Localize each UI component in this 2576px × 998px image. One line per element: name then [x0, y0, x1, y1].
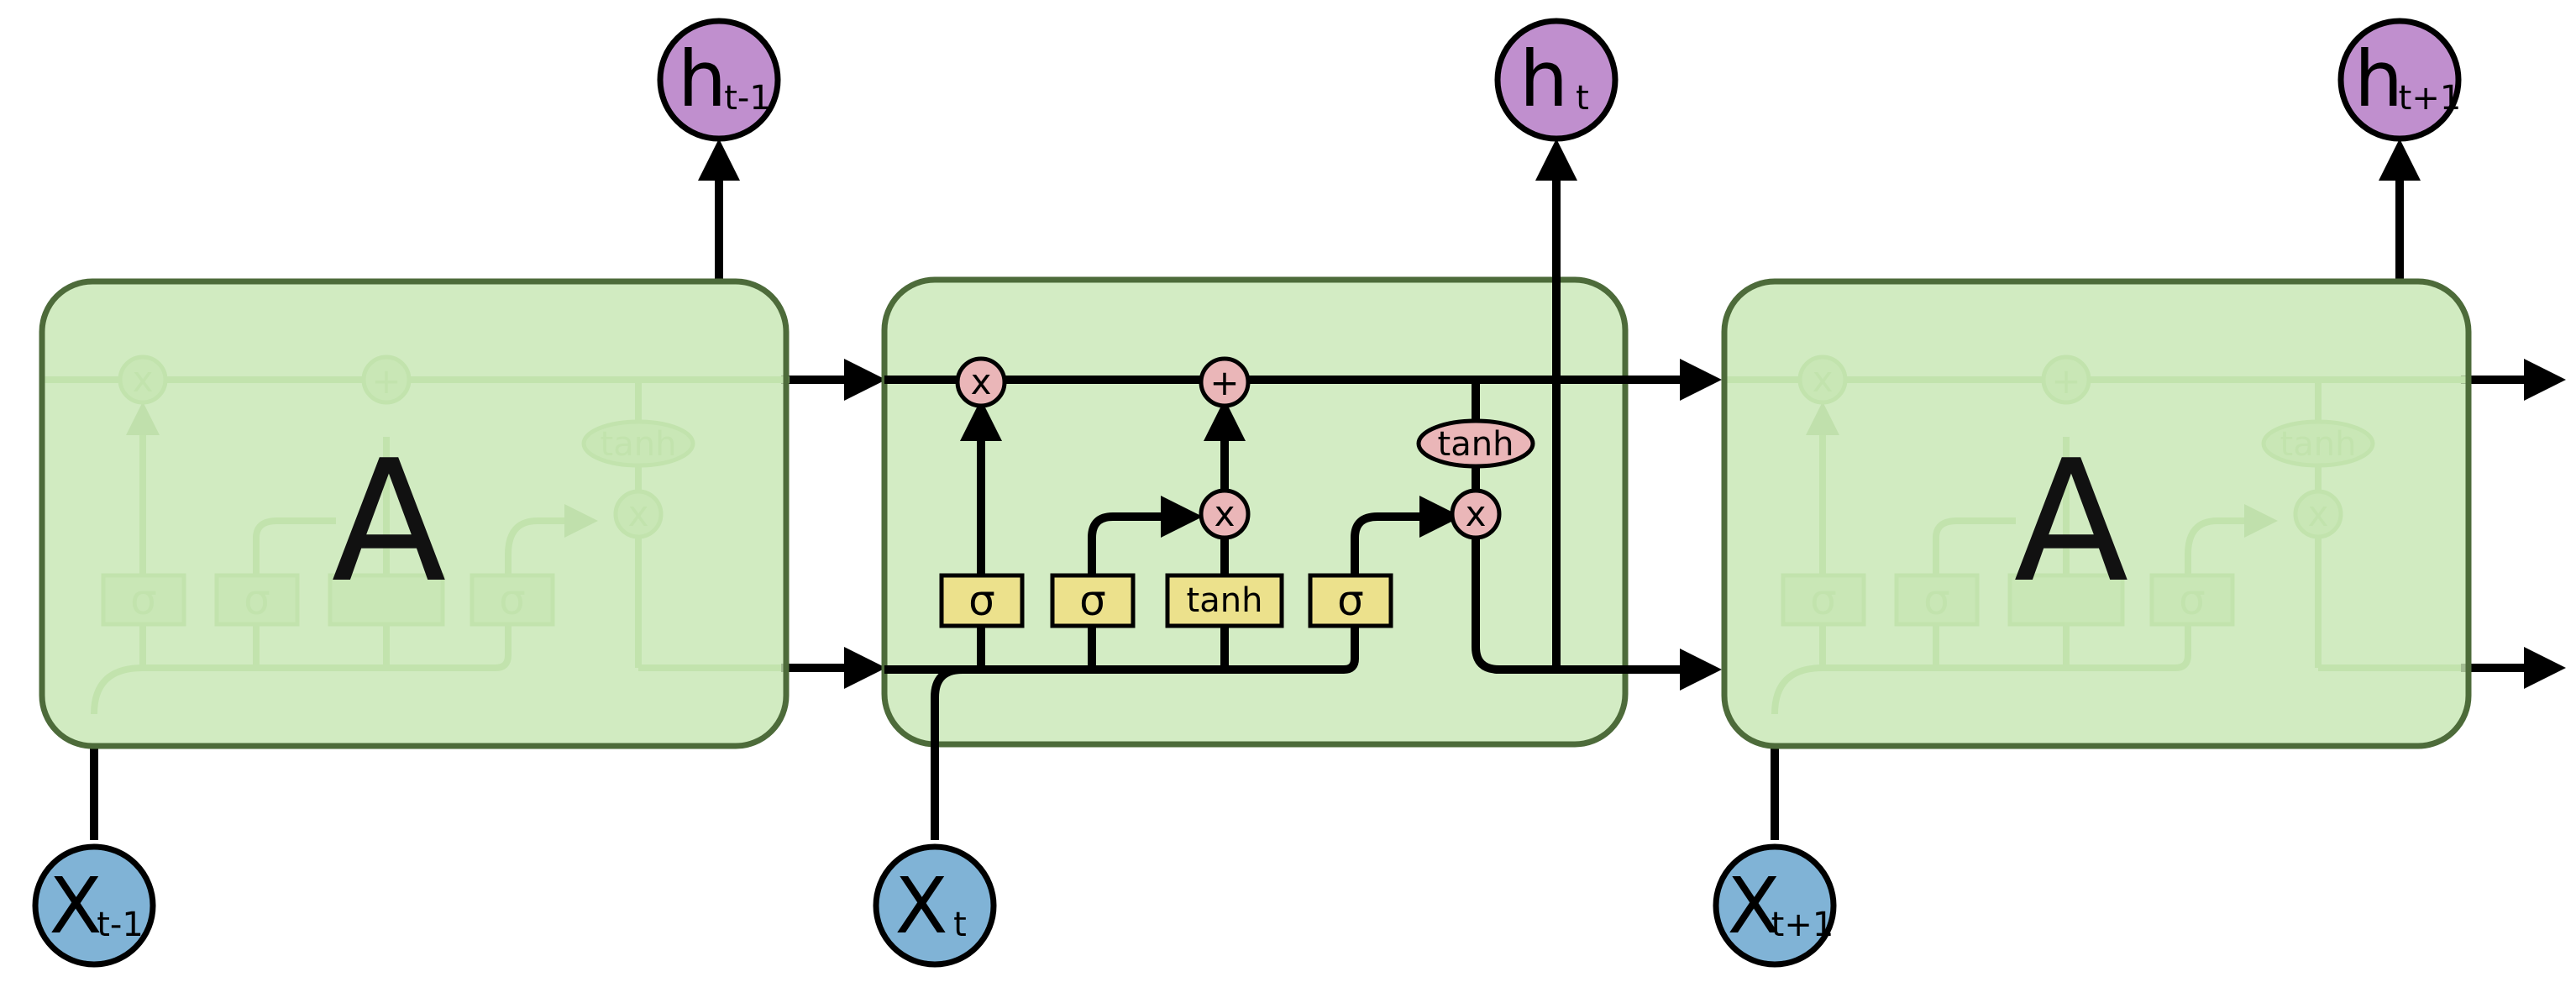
svg-text:h: h: [1519, 34, 1568, 124]
gate-input: σ: [1050, 573, 1136, 628]
svg-text:tanh: tanh: [1187, 581, 1263, 620]
svg-text:σ: σ: [968, 576, 995, 625]
svg-text:h: h: [678, 34, 727, 124]
output-node-next: h t+1: [2337, 18, 2462, 142]
cell-box-next: [1721, 278, 2472, 749]
op-add: +: [1199, 356, 1251, 408]
gate-output: σ: [1308, 573, 1393, 628]
svg-text:t: t: [953, 906, 967, 944]
svg-text:h: h: [2354, 34, 2403, 124]
svg-text:t+1: t+1: [2399, 79, 2462, 118]
gate-candidate: tanh: [1165, 573, 1284, 628]
output-node-prev: h t-1: [657, 18, 781, 142]
input-node-prev: X t-1: [32, 843, 156, 968]
cell-label-prev: A: [332, 424, 447, 620]
op-input-multiply: x: [1199, 488, 1251, 540]
svg-text:t: t: [1576, 79, 1589, 118]
svg-text:X: X: [895, 861, 947, 951]
cell-box-current: [881, 276, 1629, 748]
svg-text:t-1: t-1: [724, 79, 771, 118]
op-forget-multiply: x: [955, 356, 1007, 408]
op-tanh: tanh: [1416, 418, 1535, 469]
cell-box-prev: [39, 278, 790, 749]
cell-next: x + x tanh σ σ σ A h t+1 X t+1: [1713, 18, 2566, 968]
svg-text:σ: σ: [1337, 576, 1364, 625]
svg-text:σ: σ: [1079, 576, 1106, 625]
svg-text:X: X: [1727, 861, 1780, 951]
cell-label-next: A: [2014, 424, 2129, 620]
output-node-current: h t: [1494, 18, 1619, 142]
svg-text:t+1: t+1: [1771, 906, 1834, 944]
svg-text:x: x: [971, 361, 992, 402]
svg-text:t-1: t-1: [97, 906, 144, 944]
op-output-multiply: x: [1450, 488, 1502, 540]
input-node-current: X t: [873, 843, 997, 968]
input-node-next: X t+1: [1713, 843, 1837, 968]
svg-text:tanh: tanh: [1438, 425, 1514, 464]
cell-current: σ σ tanh σ x + x tanh: [873, 18, 1722, 968]
svg-text:X: X: [49, 861, 102, 951]
svg-text:x: x: [1215, 493, 1236, 534]
gate-forget: σ: [939, 573, 1025, 628]
svg-text:x: x: [1466, 493, 1487, 534]
svg-text:+: +: [1209, 362, 1239, 403]
cell-prev: x + x tanh σ σ σ A h t-1 X t-1: [32, 18, 886, 968]
